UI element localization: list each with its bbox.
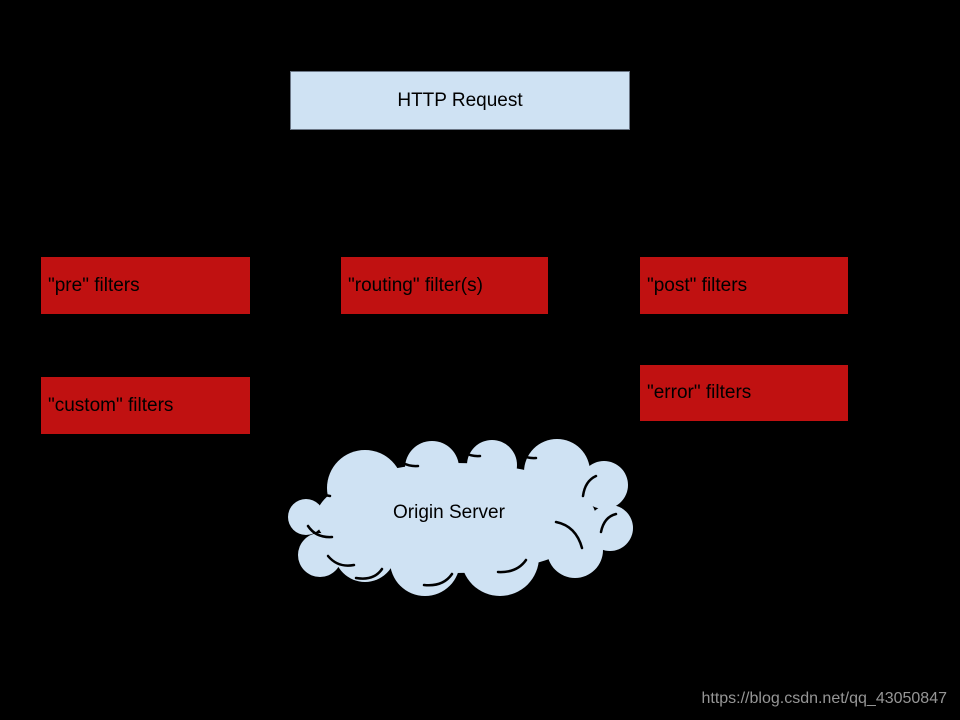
filter-box-error: "error" filters — [640, 365, 848, 421]
cloud-shape-icon — [286, 438, 634, 598]
filter-box-post: "post" filters — [640, 257, 848, 314]
filter-box-label: "pre" filters — [48, 274, 140, 296]
filter-box-routing: "routing" filter(s) — [341, 257, 548, 314]
http-request-label: HTTP Request — [397, 89, 523, 111]
origin-server-label: Origin Server — [393, 502, 505, 523]
filter-box-pre: "pre" filters — [41, 257, 250, 314]
watermark-text: https://blog.csdn.net/qq_43050847 — [701, 690, 947, 707]
filter-box-custom: "custom" filters — [41, 377, 250, 434]
filter-box-label: "custom" filters — [48, 394, 174, 416]
http-request-box: HTTP Request — [290, 71, 630, 130]
filter-box-label: "post" filters — [647, 274, 748, 296]
filter-box-label: "error" filters — [647, 382, 752, 403]
filter-box-label: "routing" filter(s) — [348, 274, 483, 296]
origin-server-cloud: Origin Server — [286, 438, 634, 600]
